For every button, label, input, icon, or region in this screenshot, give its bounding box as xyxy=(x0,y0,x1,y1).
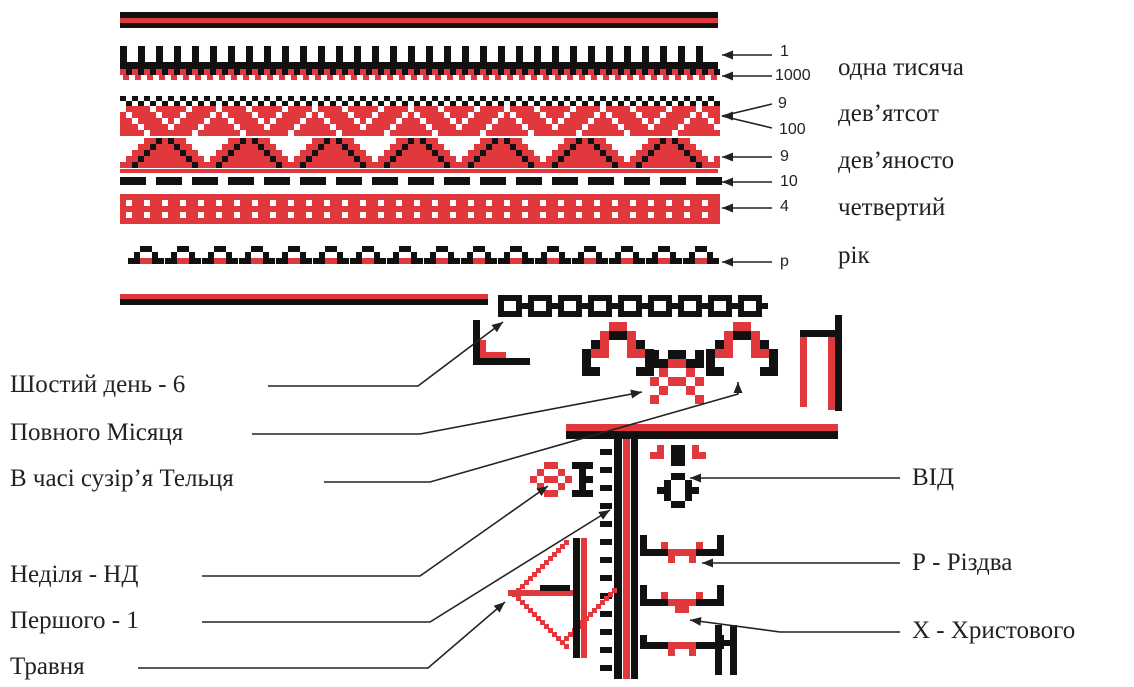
marker-p: р xyxy=(780,254,789,270)
arrow-1000-head xyxy=(722,72,733,81)
motif-christmas xyxy=(640,535,724,563)
leader-first-head xyxy=(598,510,610,520)
marker-9-tens: 9 xyxy=(780,149,789,165)
band-top-border xyxy=(120,12,718,28)
marker-9-hundreds: 9 xyxy=(778,96,787,112)
leader-full-moon-head xyxy=(630,390,642,399)
label-may: Травня xyxy=(10,654,85,679)
label-christmas: Р - Різдва xyxy=(912,550,1012,575)
leader-may xyxy=(138,602,505,668)
marker-1: 1 xyxy=(780,44,789,60)
arrow-10-head xyxy=(722,178,733,187)
band-ten xyxy=(120,177,722,185)
bar-left xyxy=(120,294,488,305)
band-one-thousand xyxy=(120,46,720,80)
motif-full-moon-left xyxy=(582,322,654,376)
band-year xyxy=(128,246,719,264)
label-one-thousand: одна тисяча xyxy=(838,55,964,80)
band-nine-hundred xyxy=(120,96,720,136)
marker-4: 4 xyxy=(780,199,789,215)
band-ninety xyxy=(120,138,720,173)
leader-sunday xyxy=(202,486,548,576)
hook-right xyxy=(800,315,842,411)
label-from: ВІД xyxy=(912,465,954,490)
arrow-1-head xyxy=(722,51,733,60)
leader-first xyxy=(202,510,610,622)
band-fourth xyxy=(120,194,720,224)
label-christ: Х - Христового xyxy=(912,618,1075,643)
leader-christmas-head xyxy=(702,559,713,568)
label-ninety: дев’яносто xyxy=(838,148,954,173)
label-fourth: четвертий xyxy=(838,195,945,220)
arrow-9-tens-head xyxy=(722,153,733,162)
label-sunday: Неділя - НД xyxy=(10,562,138,587)
label-sixth-day: Шостий день - 6 xyxy=(10,372,185,397)
embroidery-pattern-group xyxy=(120,12,842,679)
label-year: рік xyxy=(838,243,870,268)
leader-sixth-day xyxy=(268,322,503,386)
label-taurus: В часі сузір’я Тельця xyxy=(10,466,234,491)
motif-christ xyxy=(640,585,737,675)
marker-10: 10 xyxy=(780,174,798,190)
leader-taurus-head xyxy=(734,382,743,393)
arrow-p-head xyxy=(722,258,733,267)
spine xyxy=(600,439,638,679)
leader-christ-head xyxy=(690,617,701,626)
label-first: Першого - 1 xyxy=(10,608,139,633)
marker-100: 100 xyxy=(779,122,806,138)
hook-left xyxy=(473,320,530,365)
marker-1000: 1000 xyxy=(775,68,811,84)
label-full-moon: Повного Місяця xyxy=(10,420,183,445)
motif-full-moon-right xyxy=(706,322,778,376)
arrow-9-100-head xyxy=(722,112,733,121)
chain-sixth-day xyxy=(498,295,768,317)
label-nine-hundred: дев’ятсот xyxy=(838,101,939,126)
arrow-4-head xyxy=(722,204,733,213)
leader-sixth-day-head xyxy=(492,322,504,332)
motif-taurus xyxy=(650,350,704,404)
